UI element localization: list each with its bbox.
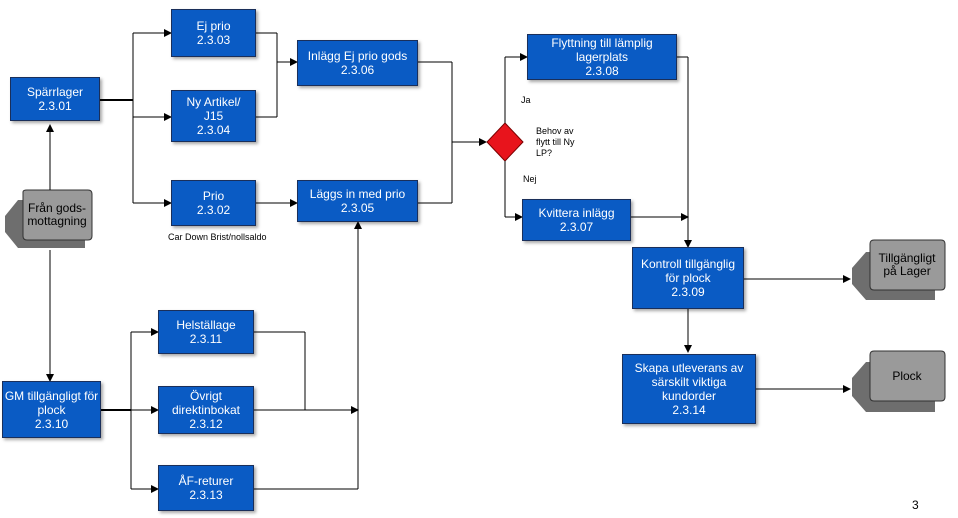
box-title: Ej prio [196, 19, 231, 33]
box-ovrigt-direktinbokat: Övrigt direktinbokat 2.3.12 [158, 386, 254, 434]
box-title: Spärrlager [26, 85, 84, 99]
box-title: Kontroll tillgänglig för plock [640, 257, 736, 285]
terminator-tillgangligt-pa-lager [852, 239, 946, 300]
box-title: Övrigt direktinbokat [171, 389, 241, 417]
box-title: ÅF-returer [178, 474, 234, 488]
terminator-label-fran: Från gods-mottagning [27, 201, 87, 228]
box-title: Flyttning till lämplig lagerplats [551, 36, 653, 64]
decision-label: Behov av flytt till Ny LP? [536, 126, 575, 158]
box-code: 2.3.01 [38, 99, 72, 113]
box-title: Ny Artikel/ J15 [186, 95, 241, 123]
box-title: Inlägg Ej prio gods [307, 49, 408, 63]
box-title: Helställage [176, 318, 236, 332]
box-code: 2.3.02 [196, 203, 231, 217]
box-inlagg-ej-prio-gods: Inlägg Ej prio gods 2.3.06 [297, 40, 418, 86]
box-code: 2.3.03 [196, 33, 231, 47]
box-kontroll: Kontroll tillgänglig för plock 2.3.09 [632, 247, 744, 309]
box-flyttning: Flyttning till lämplig lagerplats 2.3.08 [527, 34, 677, 80]
box-laggs-in-med-prio: Läggs in med prio 2.3.05 [297, 180, 418, 222]
decision-no-label: Nej [523, 174, 537, 184]
box-title: GM tillgängligt för plock [4, 388, 99, 417]
box-ny-artikel: Ny Artikel/ J15 2.3.04 [171, 90, 256, 142]
box-title: Prio [202, 189, 225, 203]
box-code: 2.3.13 [189, 488, 223, 502]
box-code: 2.3.12 [189, 417, 223, 431]
box-code: 2.3.14 [672, 403, 706, 417]
terminator-fran-godsmottagning [5, 189, 93, 248]
box-helstallage: Helställage 2.3.11 [158, 310, 254, 354]
box-code: 2.3.09 [671, 285, 705, 299]
box-code: 2.3.04 [196, 123, 231, 137]
page-number: 3 [912, 498, 919, 512]
box-code: 2.3.05 [340, 201, 375, 215]
box-code: 2.3.06 [340, 63, 375, 77]
terminator-label-plock: Plock [892, 368, 922, 383]
box-sparrlager: Spärrlager 2.3.01 [10, 77, 100, 121]
box-gm-tillgangligt: GM tillgängligt för plock 2.3.10 [2, 381, 101, 438]
prio-note: Car Down Brist/nollsaldo [168, 232, 267, 242]
box-ej-prio: Ej prio 2.3.03 [171, 9, 256, 57]
box-kvittera-inlagg: Kvittera inlägg 2.3.07 [522, 199, 631, 241]
box-code: 2.3.07 [559, 220, 594, 234]
box-code: 2.3.08 [585, 64, 619, 78]
decision-diamond [486, 122, 524, 162]
decision-yes-label: Ja [521, 95, 531, 105]
box-title: Kvittera inlägg [538, 206, 615, 220]
box-title: Läggs in med prio [309, 187, 406, 201]
box-title: Skapa utleverans av särskilt viktiga kun… [634, 361, 744, 403]
box-code: 2.3.11 [189, 332, 223, 346]
terminator-label-tillgangligt: Tillgängligt på Lager [878, 251, 936, 278]
box-af-returer: ÅF-returer 2.3.13 [158, 465, 254, 511]
box-code: 2.3.10 [34, 416, 69, 431]
box-skapa-utleverans: Skapa utleverans av särskilt viktiga kun… [622, 354, 756, 424]
terminator-plock [852, 350, 946, 412]
connectors [46, 29, 851, 493]
box-prio: Prio 2.3.02 [171, 180, 256, 226]
